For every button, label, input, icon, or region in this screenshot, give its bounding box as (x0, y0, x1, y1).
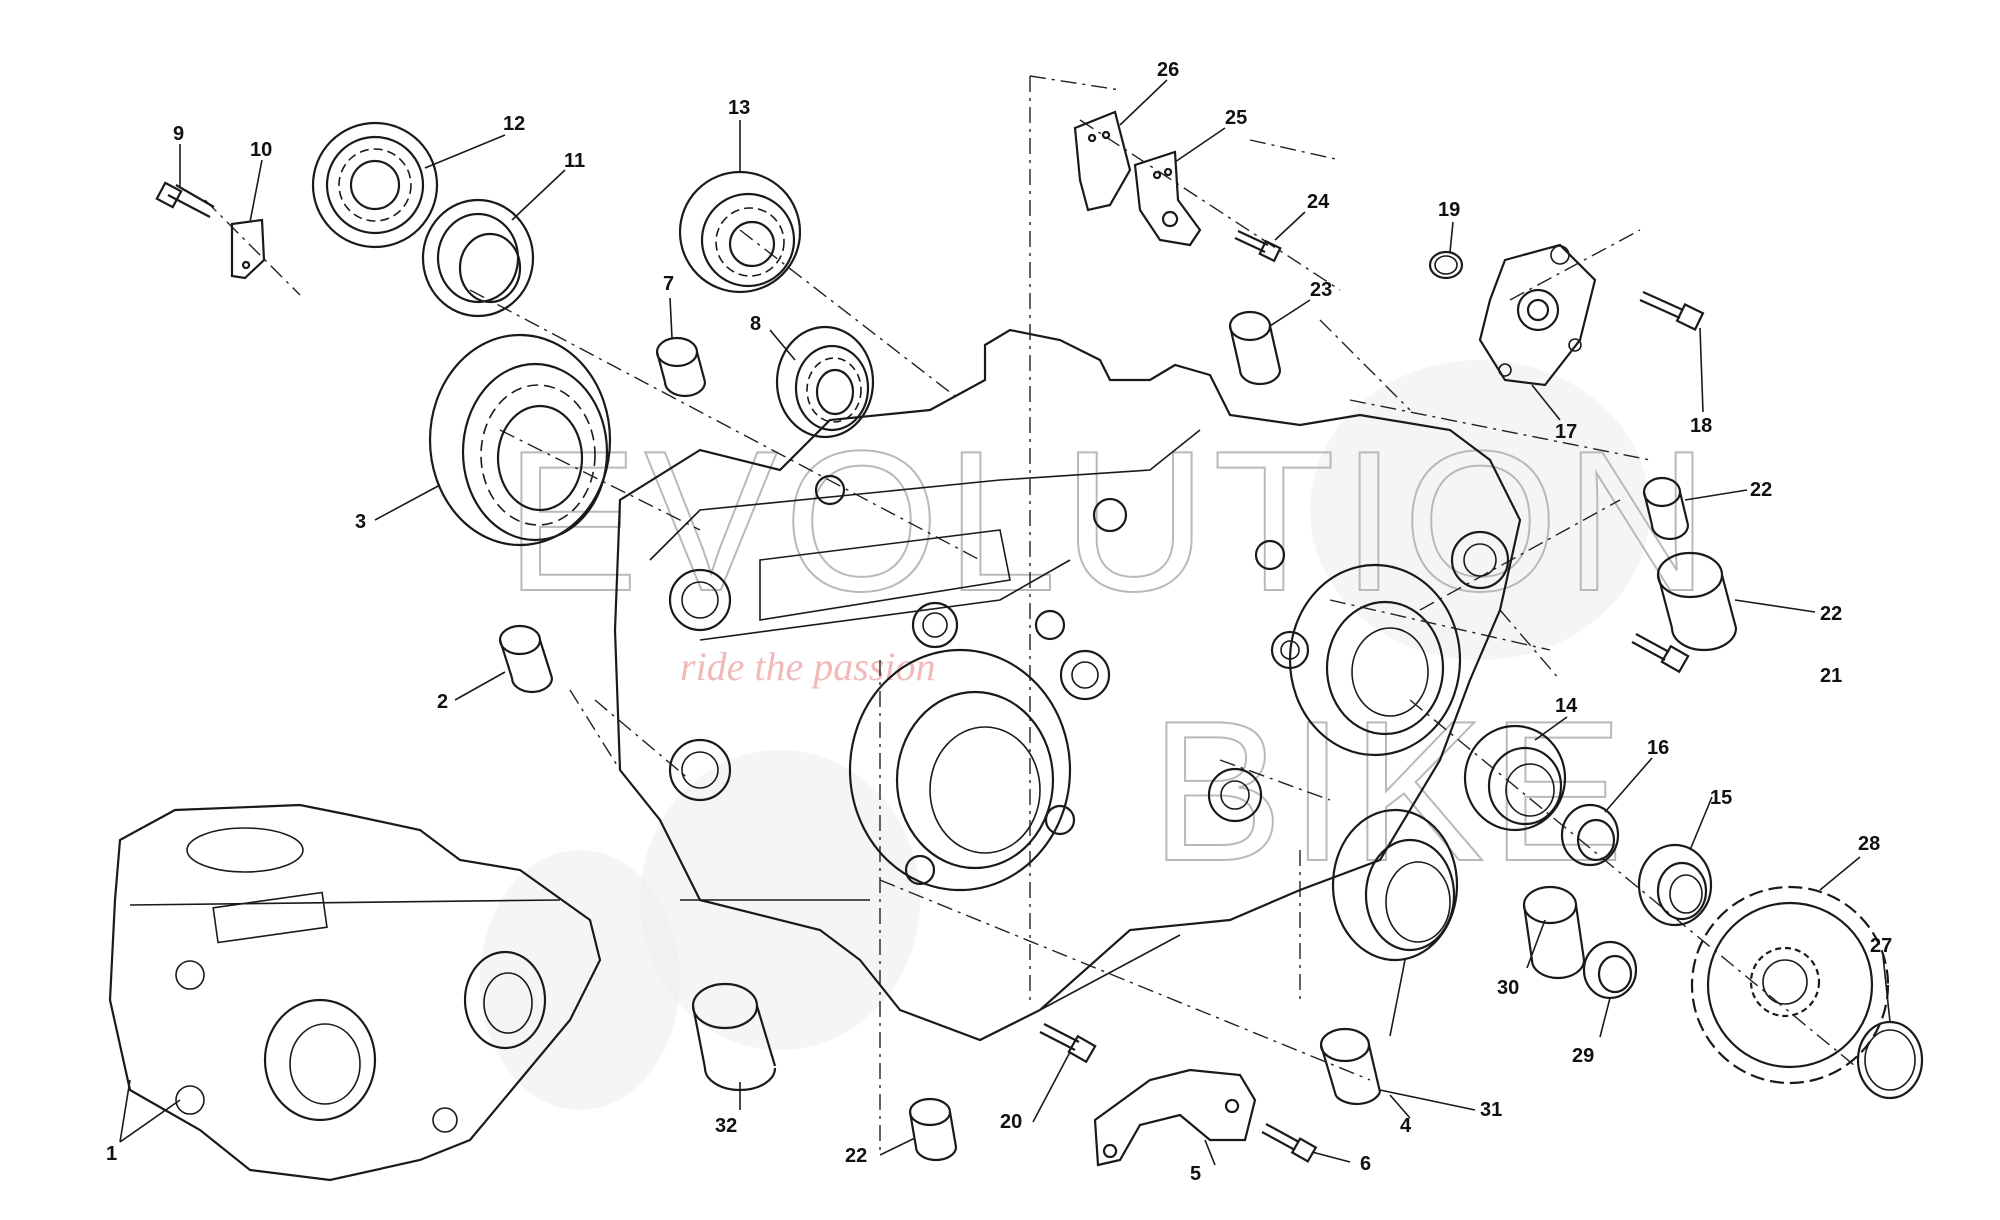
dowel-23-icon (1228, 310, 1282, 386)
bracket-5-icon (1093, 1068, 1257, 1167)
callout-24: 22 (1820, 603, 1842, 625)
callout-15: 15 (1710, 787, 1732, 809)
bearing-3-icon (428, 333, 612, 547)
callout-25: 24 (1307, 191, 1330, 213)
screw-21-icon (1631, 633, 1690, 674)
callout-28: 27 (1870, 935, 1892, 957)
dowel-22-upper-icon (1642, 476, 1690, 541)
crankcase-half-icon (613, 328, 1522, 1042)
callout-8: 8 (750, 313, 761, 335)
clip-10-icon (230, 218, 266, 280)
bracket-26-icon (1133, 150, 1202, 247)
crankcase-assembly-1-icon (108, 803, 602, 1182)
callout-29: 28 (1858, 833, 1880, 855)
callout-20: 20 (1000, 1111, 1022, 1133)
callout-7: 7 (663, 273, 674, 295)
sprocket-29-icon (1690, 885, 1890, 1085)
screw-25-icon (1234, 230, 1282, 263)
callout-4: 4 (1400, 1115, 1412, 1137)
dowel-2-icon (498, 624, 554, 694)
callout-21: 21 (1820, 665, 1842, 687)
callout-17: 17 (1555, 421, 1577, 443)
callout-6: 6 (1360, 1153, 1371, 1175)
screw-9-icon (155, 181, 215, 218)
callout-16: 16 (1647, 737, 1669, 759)
callout-3: 3 (355, 511, 366, 533)
callout-19: 19 (1438, 199, 1460, 221)
callout-labels: 9 10 12 11 13 7 8 3 2 26 25 24 23 19 17 … (106, 59, 1892, 1185)
bushing-24-icon (1656, 551, 1738, 652)
screw-6-icon (1261, 1123, 1318, 1163)
screw-20-icon (1039, 1023, 1097, 1064)
leader-lines (119, 79, 1891, 1166)
bushing-15-icon (1637, 843, 1713, 927)
pump-cover-17-icon (1478, 243, 1597, 387)
bearing-12-icon (311, 121, 439, 249)
callout-32: 31 (1480, 1099, 1502, 1121)
screw-18-icon (1639, 290, 1705, 331)
spacer-30-icon (1582, 940, 1638, 1000)
bushing-32-icon (1319, 1027, 1382, 1106)
seal-14-icon (1463, 724, 1567, 832)
watermark-tagline: ride the passion (680, 644, 936, 689)
callout-23: 23 (1310, 279, 1332, 301)
callout-18: 18 (1690, 415, 1712, 437)
callout-27: 26 (1157, 59, 1179, 81)
callout-33: 32 (715, 1115, 737, 1137)
callout-10: 10 (250, 139, 272, 161)
seal-4-icon (1331, 808, 1459, 962)
callout-2: 2 (437, 691, 448, 713)
callout-9: 9 (173, 123, 184, 145)
dowel-22-lower-icon (908, 1097, 958, 1162)
watermark: EVOLUTION BIKE ride the passion (480, 360, 1715, 1110)
callout-26: 25 (1225, 107, 1247, 129)
callout-22-lower: 22 (845, 1145, 867, 1167)
seal-11-icon (421, 198, 535, 318)
bearing-8-icon (775, 325, 875, 439)
bushing-31-icon (1522, 885, 1586, 980)
assembly-axis-lines (204, 75, 1861, 1150)
bushing-7-icon (655, 336, 707, 398)
watermark-line1: EVOLUTION (505, 410, 1715, 633)
bracket-27-icon (1073, 110, 1132, 212)
callout-13: 13 (728, 97, 750, 119)
spacer-16-icon (1560, 803, 1620, 867)
parts (108, 110, 1924, 1182)
callout-31: 30 (1497, 977, 1519, 999)
o-ring-19-icon (1428, 250, 1464, 280)
callout-5: 5 (1190, 1163, 1201, 1185)
circlip-28-icon (1856, 1020, 1924, 1100)
callout-22-upper: 22 (1750, 479, 1772, 501)
callout-12: 12 (503, 113, 525, 135)
callout-14: 14 (1555, 695, 1578, 717)
bearing-13-icon (678, 170, 802, 294)
callout-1: 1 (106, 1143, 117, 1165)
callout-11: 11 (564, 150, 585, 172)
callout-30: 29 (1572, 1045, 1594, 1067)
